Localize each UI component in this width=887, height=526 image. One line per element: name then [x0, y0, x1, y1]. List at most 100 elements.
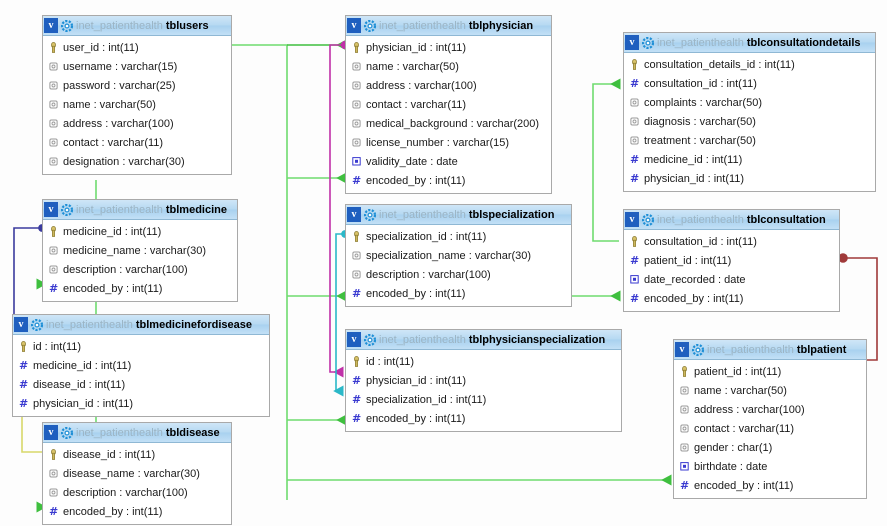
key-icon — [354, 42, 359, 53]
column-icon — [49, 157, 58, 166]
table-field[interactable]: #physician_id : int(11) — [624, 169, 875, 188]
table-field[interactable]: disease_name : varchar(30) — [43, 464, 231, 483]
gear-icon — [642, 213, 654, 226]
field-label: address : varchar(100) — [694, 403, 805, 416]
field-label: specialization_id : int(11) — [366, 230, 487, 243]
table-field[interactable]: password : varchar(25) — [43, 76, 231, 95]
field-label: specialization_name : varchar(30) — [366, 249, 532, 262]
field-label: complaints : varchar(50) — [644, 96, 762, 109]
table-field[interactable]: description : varchar(100) — [43, 260, 237, 279]
int-icon: # — [19, 397, 29, 410]
field-label: diagnosis : varchar(50) — [644, 115, 756, 128]
table-field[interactable]: name : varchar(50) — [674, 381, 866, 400]
table-field[interactable]: #disease_id : int(11) — [13, 375, 269, 394]
field-label: designation : varchar(30) — [63, 155, 185, 168]
table-field[interactable]: #encoded_by : int(11) — [346, 409, 621, 428]
table-field[interactable]: specialization_name : varchar(30) — [346, 246, 571, 265]
table-field[interactable]: address : varchar(100) — [43, 114, 231, 133]
int-icon: # — [352, 374, 362, 387]
column-icon — [352, 119, 361, 128]
table-field[interactable]: medicine_id : int(11) — [43, 222, 237, 241]
field-label: medicine_name : varchar(30) — [63, 244, 207, 257]
table-field[interactable]: date_recorded : date — [624, 270, 839, 289]
table-field[interactable]: complaints : varchar(50) — [624, 93, 875, 112]
table-field[interactable]: #encoded_by : int(11) — [43, 279, 237, 298]
table-field[interactable]: #physician_id : int(11) — [13, 394, 269, 413]
table-field[interactable]: treatment : varchar(50) — [624, 131, 875, 150]
field-label: address : varchar(100) — [366, 79, 477, 92]
table-field[interactable]: #encoded_by : int(11) — [346, 171, 551, 190]
key-icon — [21, 341, 26, 352]
table-title: tblmedicinefordisease — [135, 318, 253, 331]
int-icon: # — [630, 292, 640, 305]
table-field[interactable]: contact : varchar(11) — [346, 95, 551, 114]
table-field[interactable]: id : int(11) — [13, 337, 269, 356]
table-field[interactable]: #encoded_by : int(11) — [346, 284, 571, 303]
table-field[interactable]: #medicine_id : int(11) — [13, 356, 269, 375]
view-icon: v — [347, 332, 361, 347]
table-field[interactable]: description : varchar(100) — [346, 265, 571, 284]
field-list: physician_id : int(11)name : varchar(50)… — [346, 36, 551, 193]
table-field[interactable]: designation : varchar(30) — [43, 152, 231, 171]
table-field[interactable]: #encoded_by : int(11) — [624, 289, 839, 308]
table-field[interactable]: #specialization_id : int(11) — [346, 390, 621, 409]
column-icon — [49, 488, 58, 497]
table-field[interactable]: consultation_details_id : int(11) — [624, 55, 875, 74]
table-field[interactable]: #encoded_by : int(11) — [674, 476, 866, 495]
table-field[interactable]: patient_id : int(11) — [674, 362, 866, 381]
key-icon — [682, 366, 687, 377]
table-field[interactable]: disease_id : int(11) — [43, 445, 231, 464]
table-field[interactable]: consultation_id : int(11) — [624, 232, 839, 251]
table-field[interactable]: address : varchar(100) — [346, 76, 551, 95]
table-field[interactable]: license_number : varchar(15) — [346, 133, 551, 152]
table-field[interactable]: diagnosis : varchar(50) — [624, 112, 875, 131]
table-field[interactable]: #physician_id : int(11) — [346, 371, 621, 390]
field-label: medical_background : varchar(200) — [366, 117, 540, 130]
table-field[interactable]: #patient_id : int(11) — [624, 251, 839, 270]
rel-users-trunk — [232, 44, 288, 500]
table-field[interactable]: name : varchar(50) — [346, 57, 551, 76]
column-icon — [352, 270, 361, 279]
field-label: name : varchar(50) — [63, 98, 156, 111]
table-field[interactable]: gender : char(1) — [674, 438, 866, 457]
table-field[interactable]: address : varchar(100) — [674, 400, 866, 419]
table-field[interactable]: description : varchar(100) — [43, 483, 231, 502]
table-field[interactable]: #encoded_by : int(11) — [43, 502, 231, 521]
table-field[interactable]: physician_id : int(11) — [346, 38, 551, 57]
table-field[interactable]: birthdate : date — [674, 457, 866, 476]
table-field[interactable]: medical_background : varchar(200) — [346, 114, 551, 133]
table-field[interactable]: medicine_name : varchar(30) — [43, 241, 237, 260]
table-field[interactable]: contact : varchar(11) — [43, 133, 231, 152]
table-field[interactable]: username : varchar(15) — [43, 57, 231, 76]
table-field[interactable]: validity_date : date — [346, 152, 551, 171]
column-icon — [49, 81, 58, 90]
table-field[interactable]: user_id : int(11) — [43, 38, 231, 57]
table-field[interactable]: #medicine_id : int(11) — [624, 150, 875, 169]
table-field[interactable]: contact : varchar(11) — [674, 419, 866, 438]
table-field[interactable]: specialization_id : int(11) — [346, 227, 571, 246]
table-field[interactable]: name : varchar(50) — [43, 95, 231, 114]
table-field[interactable]: #consultation_id : int(11) — [624, 74, 875, 93]
table-field[interactable]: id : int(11) — [346, 352, 621, 371]
